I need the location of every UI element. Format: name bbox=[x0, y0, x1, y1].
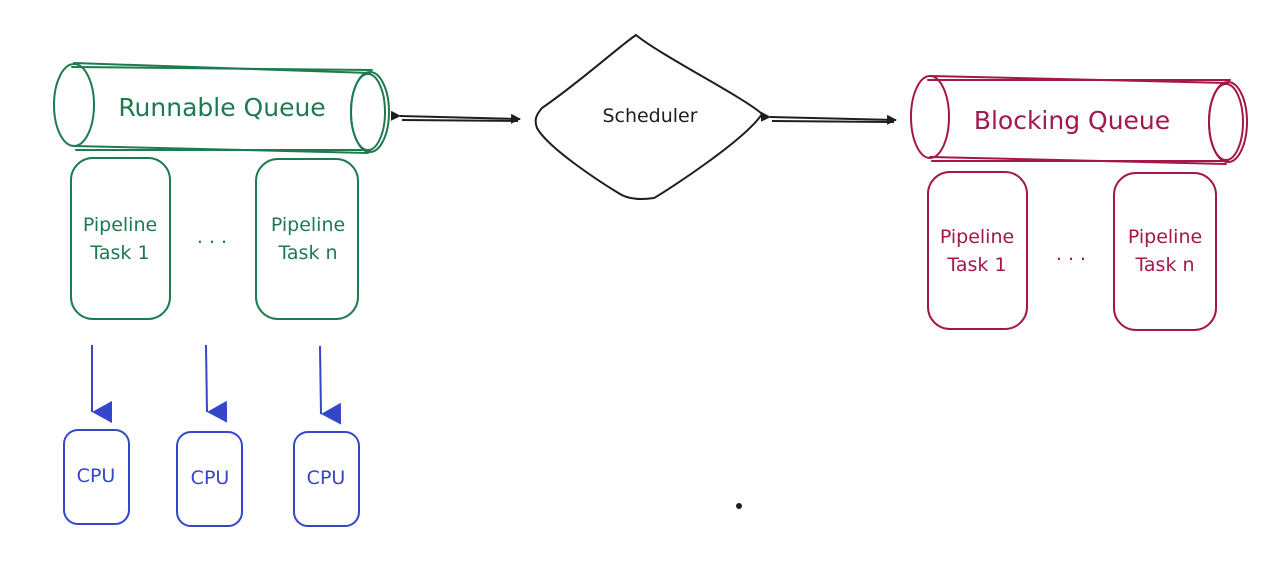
blocking-task-n-box bbox=[1113, 172, 1217, 331]
runnable-task-n-box bbox=[255, 158, 359, 320]
blocking-queue: Blocking Queue Pipeline Task 1 . . . Pip… bbox=[910, 75, 1248, 331]
runnable-queue-cylinder bbox=[53, 62, 390, 154]
arrow-runnable-scheduler bbox=[390, 110, 521, 124]
cpu-arrow-3 bbox=[319, 345, 342, 425]
cpu-arrows bbox=[91, 344, 342, 425]
stray-dot bbox=[736, 503, 742, 509]
blocking-task-1-line2: Task 1 bbox=[946, 254, 1006, 276]
cpu-3-label: CPU bbox=[307, 467, 346, 489]
cpu-2-label: CPU bbox=[191, 467, 230, 489]
runnable-task-n-line2: Task n bbox=[277, 242, 337, 264]
cpus: CPU CPU CPU bbox=[63, 429, 360, 527]
runnable-queue-title: Runnable Queue bbox=[118, 93, 325, 122]
cpu-arrow-2 bbox=[205, 344, 228, 423]
runnable-task-1-line1: Pipeline bbox=[83, 214, 157, 236]
runnable-task-1-box bbox=[70, 157, 171, 320]
cpu-1-box bbox=[63, 429, 130, 525]
scheduler-diamond bbox=[534, 33, 764, 200]
blocking-ellipsis: . . . bbox=[1056, 243, 1086, 265]
blocking-task-1-line1: Pipeline bbox=[940, 226, 1014, 248]
blocking-queue-cylinder bbox=[910, 75, 1248, 165]
runnable-task-1-line2: Task 1 bbox=[89, 242, 149, 264]
scheduler-label: Scheduler bbox=[602, 105, 697, 127]
cpu-2-box bbox=[176, 431, 243, 527]
blocking-task-n-line1: Pipeline bbox=[1128, 226, 1202, 248]
arrow-scheduler-blocking bbox=[760, 111, 897, 125]
runnable-task-n-line1: Pipeline bbox=[271, 214, 345, 236]
blocking-task-1-box bbox=[927, 171, 1028, 330]
blocking-task-n-line2: Task n bbox=[1134, 254, 1194, 276]
runnable-queue: Runnable Queue Pipeline Task 1 . . . Pip… bbox=[53, 62, 390, 320]
runnable-ellipsis: . . . bbox=[197, 226, 227, 248]
scheduler: Scheduler bbox=[534, 33, 764, 200]
cpu-3-box bbox=[293, 431, 360, 527]
blocking-queue-title: Blocking Queue bbox=[974, 106, 1170, 135]
cpu-1-label: CPU bbox=[77, 465, 116, 487]
